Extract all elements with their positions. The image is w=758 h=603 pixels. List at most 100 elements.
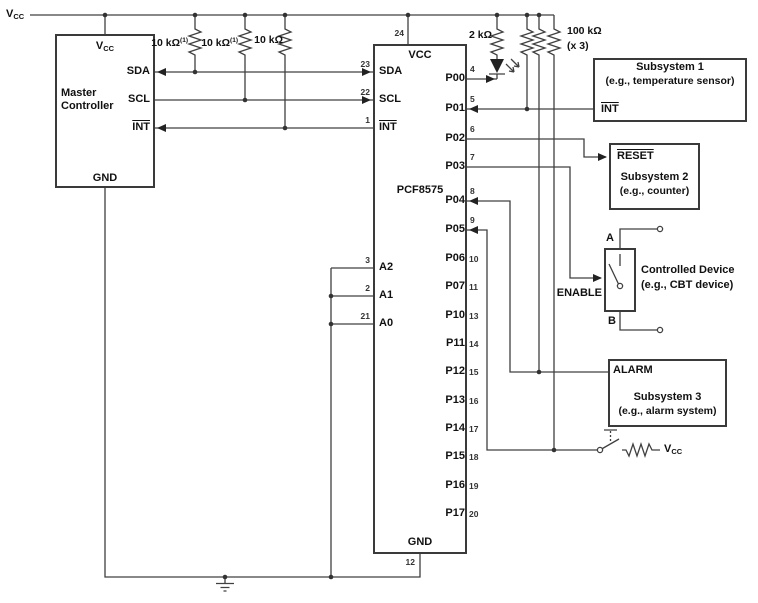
ic-pin-a1-label: A1 — [379, 289, 394, 301]
ic-pin-int-number: 1 — [365, 115, 370, 125]
p05-switch-wire — [467, 229, 597, 451]
p02-reset-wire — [467, 138, 606, 158]
ic-pin-p13-number: 16 — [469, 396, 479, 406]
subsystem3-title: Subsystem 3 — [633, 391, 702, 403]
pushbutton-vcc-label: VCC — [664, 443, 682, 458]
ic-pin-p07-label: P07 — [445, 280, 465, 292]
subsystem2-subtitle: (e.g., counter) — [619, 185, 690, 197]
ic-pin-sda-label: SDA — [379, 65, 403, 77]
pushbutton-contact — [596, 446, 604, 454]
subsystem1-subtitle: (e.g., temperature sensor) — [605, 75, 735, 87]
ic-pin-p06-number: 10 — [469, 254, 479, 264]
terminal-b-wire — [619, 312, 657, 331]
terminal-b-label: B — [608, 315, 616, 327]
pushbutton-vcc-sub: CC — [671, 447, 683, 456]
ic-pin-vcc: VCC — [408, 49, 432, 61]
ic-pin-a0-label: A0 — [379, 317, 394, 329]
pushbutton-vcc-base: V — [664, 443, 672, 455]
ic-pin-p05-number: 9 — [470, 215, 475, 225]
pullup-resistor-int — [276, 15, 294, 128]
terminal-a-circle — [656, 225, 664, 233]
ic-pin-gnd-number: 12 — [405, 557, 415, 567]
master-name-line2: Controller — [61, 100, 114, 112]
led-icon — [490, 59, 504, 73]
bank-resistor-qty-label: (x 3) — [567, 40, 589, 52]
ic-pin-p15-label: P15 — [445, 450, 465, 462]
ic-pin-scl-number: 22 — [360, 87, 370, 97]
pullup-resistor-scl — [236, 15, 254, 100]
master-vcc-base: V — [95, 40, 104, 52]
ic-pin-p16-number: 19 — [469, 481, 479, 491]
subsystem3-box — [608, 359, 727, 427]
bank-resistor-2 — [530, 15, 548, 372]
ic-pin-scl-label: SCL — [379, 93, 401, 105]
ic-pin-p06-label: P06 — [445, 252, 465, 264]
controlled-device-box — [604, 248, 636, 312]
subsystem2-box — [609, 143, 700, 210]
ic-pin-p15-number: 18 — [469, 452, 479, 462]
ic-pin-p14-label: P14 — [445, 422, 465, 434]
ic-pin-p10-number: 13 — [469, 311, 479, 321]
subsystem1-title: Subsystem 1 — [636, 61, 704, 73]
p03-enable-wire — [467, 166, 601, 279]
ic-pin-gnd: GND — [407, 536, 433, 548]
subsystem2-title: Subsystem 2 — [620, 171, 689, 183]
enable-label: ENABLE — [556, 287, 602, 299]
ic-pin-a2-label: A2 — [379, 261, 394, 273]
ic-pin-a1-number: 2 — [365, 283, 370, 293]
terminal-a-wire — [619, 228, 657, 248]
ic-pin-p14-number: 17 — [469, 424, 479, 434]
terminal-a-label: A — [606, 232, 614, 244]
ic-pin-p02-label: P02 — [445, 132, 465, 144]
subsystem1-port-int: INT — [601, 103, 619, 115]
ic-pin-p17-number: 20 — [469, 509, 479, 519]
ic-pin-p07-number: 11 — [469, 282, 478, 292]
bank-resistor-value-label: 100 kΩ — [567, 25, 602, 37]
subsystem3-subtitle: (e.g., alarm system) — [618, 405, 717, 417]
junction-dots — [102, 12, 557, 580]
ic-pin-p05-label: P05 — [445, 223, 465, 235]
subsystem1-box — [593, 58, 747, 122]
rail-vcc-label: VCC — [6, 8, 24, 23]
pullup2-footnote: (1) — [230, 37, 238, 44]
ic-pin-sda-number: 23 — [360, 59, 370, 69]
pushbutton-lever — [602, 429, 620, 450]
ic-pin-int-label: INT — [379, 121, 397, 133]
master-name-line1: Master — [61, 87, 97, 99]
led-emission-arrows — [505, 58, 520, 73]
ic-pin-p03-number: 7 — [470, 152, 475, 162]
switch-series-resistor — [622, 441, 660, 459]
pullup1-label: 10 kΩ(1) — [151, 37, 188, 49]
ic-pin-a0-number: 21 — [360, 311, 370, 321]
ic-pin-p11-label: P11 — [446, 337, 465, 349]
led-resistor-2k — [488, 15, 506, 59]
ic-pin-p17-label: P17 — [445, 507, 465, 519]
ic-pin-p00-number: 4 — [470, 64, 475, 74]
pullup3-label: 10 kΩ — [254, 34, 283, 46]
master-pin-scl: SCL — [128, 93, 150, 105]
pullup2-label: 10 kΩ(1) — [201, 37, 238, 49]
rail-vcc-base: V — [6, 8, 14, 20]
master-vcc-sub: CC — [103, 44, 115, 53]
ic-pin-p03-label: P03 — [445, 160, 465, 172]
master-pin-int: INT — [132, 121, 150, 133]
ic-pin-p13-label: P13 — [445, 394, 465, 406]
ic-pin-p02-number: 6 — [470, 124, 475, 134]
ic-pin-p01-label: P01 — [445, 102, 465, 114]
ic-pin-p16-label: P16 — [445, 479, 465, 491]
master-pin-vcc: VCC — [88, 40, 122, 55]
master-pin-gnd: GND — [92, 172, 118, 184]
ic-pin-p12-number: 15 — [469, 367, 479, 377]
terminal-b-circle — [656, 326, 664, 334]
controlled-device-subtitle: (e.g., CBT device) — [641, 279, 734, 291]
ic-pin-p00-label: P00 — [445, 72, 465, 84]
led-cathode-wire — [489, 73, 505, 79]
master-pin-sda: SDA — [126, 65, 150, 77]
ic-pin-p12-label: P12 — [445, 365, 465, 377]
ic-pin-p04-number: 8 — [470, 186, 475, 196]
ground-symbol — [216, 577, 234, 592]
rail-vcc-sub: CC — [13, 12, 25, 21]
led-resistor-label: 2 kΩ — [468, 29, 492, 41]
bank-resistor-1 — [518, 15, 536, 109]
ic-pin-p01-number: 5 — [470, 94, 475, 104]
